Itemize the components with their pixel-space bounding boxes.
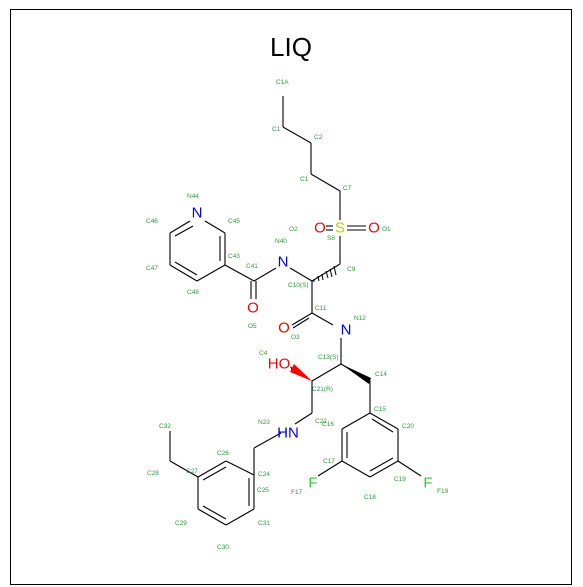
atom-label: C1A — [276, 79, 289, 86]
hydroxyl-oxygen: HO — [268, 356, 291, 373]
atom-label: C27 — [186, 468, 198, 475]
atom-label: F17 — [291, 489, 303, 496]
atom-label: O1 — [382, 226, 391, 233]
sulfur-atom: S — [335, 220, 345, 237]
atom-label: C41 — [246, 263, 258, 270]
atom-label: C15 — [374, 406, 386, 413]
fluorine-atom-f19: F — [423, 475, 432, 492]
atom-label: C45 — [228, 218, 240, 225]
atom-label: N23 — [258, 419, 270, 426]
atom-label: C14 — [375, 371, 387, 378]
atom-label: C48 — [187, 289, 199, 296]
atom-label: C30 — [217, 544, 229, 551]
atom-label: C18 — [364, 494, 376, 501]
atom-label: C26 — [217, 450, 229, 457]
atom-label: C47 — [146, 265, 158, 272]
oxygen-atom-o1: O — [368, 220, 380, 237]
atom-label: C46 — [146, 218, 158, 225]
carbonyl-oxygen-o5: O — [247, 300, 259, 317]
atom-label: C20 — [402, 423, 414, 430]
atom-label: C31 — [258, 520, 270, 527]
atom-label: C28 — [147, 470, 159, 477]
amide-nitrogen-n40: N — [278, 254, 289, 271]
atom-label: C25 — [257, 487, 269, 494]
atom-label: C1 — [272, 126, 281, 133]
bond-lines — [169, 96, 422, 526]
carbonyl-oxygen-c11: O — [278, 320, 290, 337]
atom-label: C9 — [347, 266, 356, 273]
atom-label: C11 — [315, 305, 327, 312]
atom-label: C16 — [322, 421, 334, 428]
atom-labels: C1A C1 C2 C1 C7 O2 S8 O1 C9 N44 C45 C46 … — [146, 79, 449, 551]
atom-label: C21(R) — [312, 386, 333, 393]
atom-label: N40 — [275, 238, 287, 245]
atom-label: O3 — [291, 334, 300, 341]
atom-label: O2 — [289, 226, 298, 233]
atom-label: O5 — [248, 323, 257, 330]
atom-label: C32 — [159, 423, 171, 430]
atom-label: C24 — [258, 471, 270, 478]
atom-label: C1 — [300, 176, 309, 183]
stereo-bonds — [290, 265, 371, 384]
atom-label: C29 — [175, 520, 187, 527]
amine-nitrogen-n23: HN — [277, 425, 299, 442]
atom-label: C43 — [228, 253, 240, 260]
pyridine-nitrogen: N — [192, 205, 203, 222]
atom-label: C22 — [315, 418, 327, 425]
atom-label: S8 — [327, 235, 335, 242]
fluorine-atom-f17: F — [308, 475, 317, 492]
diagram-frame: LIQ — [10, 9, 572, 585]
atom-label: C10(S) — [288, 282, 309, 289]
atom-label: C4 — [259, 350, 268, 357]
heteroatoms: S O O N N O O N HO HN F F — [192, 205, 433, 492]
atom-label: N44 — [187, 193, 199, 200]
amide-nitrogen-n12: N — [341, 322, 352, 339]
atom-label: C19 — [394, 476, 406, 483]
atom-label: C17 — [323, 458, 335, 465]
atom-label: F19 — [437, 488, 449, 495]
atom-label: N12 — [354, 315, 366, 322]
molecule-title: LIQ — [270, 32, 312, 62]
atom-label: C2 — [314, 134, 323, 141]
atom-label: C7 — [343, 185, 352, 192]
atom-label: C13(S) — [318, 354, 339, 361]
oxygen-atom-o2: O — [314, 220, 326, 237]
